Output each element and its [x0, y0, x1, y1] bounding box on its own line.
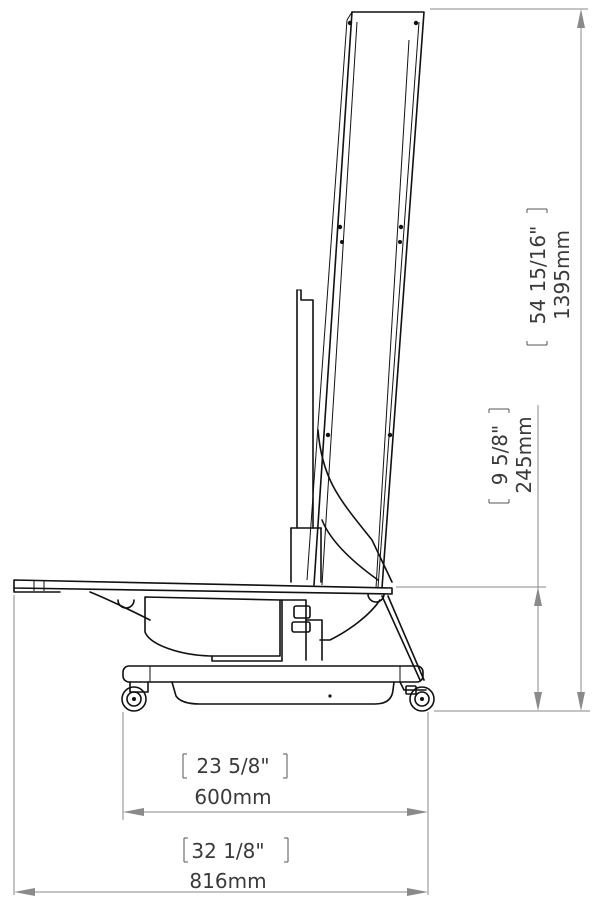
caster-rear [399, 681, 435, 712]
dim-label-tray-height: 9 5/8" 245mm [488, 408, 536, 504]
base-frame [122, 595, 425, 705]
cart-drawing [13, 11, 435, 712]
panel-bolt [398, 224, 404, 230]
panel-bolt [413, 20, 419, 26]
panel-bolt [347, 20, 353, 26]
dimension-lines [13, 8, 590, 896]
dim-total-height-imperial: 54 15/16" [526, 226, 550, 325]
dim-base-width-metric: 600mm [194, 785, 271, 809]
dim-label-base-width: 23 5/8" 600mm [182, 753, 288, 809]
tray-hook [367, 593, 385, 603]
dim-total-width-imperial: 32 1/8" [191, 839, 264, 863]
tray-hook [117, 599, 135, 609]
storage-box [144, 596, 323, 662]
work-surface [13, 579, 393, 621]
display-panel [306, 11, 425, 589]
dim-tray-height-metric: 245mm [512, 416, 536, 493]
dim-total-height-metric: 1395mm [550, 230, 574, 320]
support-bracket [317, 429, 393, 641]
caster-front [121, 681, 149, 712]
panel-bolt [325, 432, 331, 438]
panel-bolt [337, 224, 343, 230]
base-bolt [328, 694, 332, 698]
panel-bolt [340, 240, 344, 244]
dim-total-width-metric: 816mm [189, 869, 266, 893]
rear-column [290, 289, 322, 583]
dim-tray-height-imperial: 9 5/8" [488, 425, 512, 485]
dim-label-total-width: 32 1/8" 816mm [183, 837, 289, 893]
panel-bolt [387, 432, 393, 438]
dim-base-width-imperial: 23 5/8" [196, 754, 269, 778]
socket [293, 605, 311, 619]
socket [291, 621, 311, 633]
dim-label-total-height: 54 15/16" 1395mm [526, 208, 574, 346]
panel-bolt [398, 240, 402, 244]
